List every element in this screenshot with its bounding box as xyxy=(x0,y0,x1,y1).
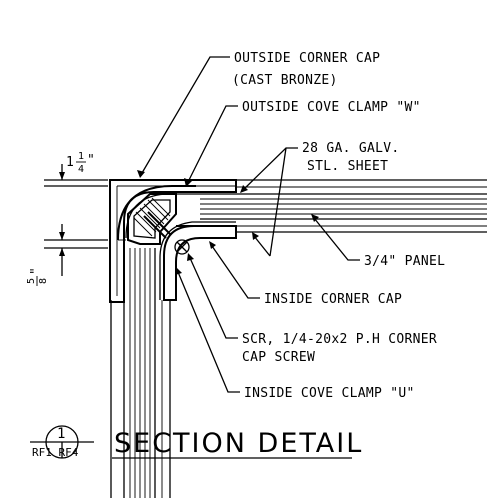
inside-corner-cap xyxy=(163,225,237,301)
top-dim-num: 1 xyxy=(78,151,84,162)
side-dim-den: 8 xyxy=(38,278,49,284)
label-outside-cove-clamp: OUTSIDE COVE CLAMP "W" xyxy=(242,100,421,115)
label-screw-2: CAP SCREW xyxy=(242,350,315,365)
side-dim-num: 5 xyxy=(26,278,37,284)
label-panel: 3/4" PANEL xyxy=(364,254,445,269)
dimension-side-text: 5 8 " xyxy=(26,267,49,286)
label-galv-sheet-1: 28 GA. GALV. xyxy=(302,141,400,156)
top-dim-whole: 1 xyxy=(66,155,74,170)
corner-block xyxy=(127,193,177,245)
side-dim-unit: " xyxy=(29,267,44,275)
horizontal-panel xyxy=(200,179,487,233)
label-inside-corner-cap: INSIDE CORNER CAP xyxy=(264,292,402,307)
leader-lines xyxy=(137,56,360,393)
dimension-top-text: 1 1 4 " xyxy=(66,151,95,175)
section-title: SECTION DETAIL xyxy=(114,428,363,459)
label-screw-1: SCR, 1/4-20x2 P.H CORNER xyxy=(242,332,437,347)
label-outside-corner-cap: OUTSIDE CORNER CAP xyxy=(234,51,380,66)
inside-cove-clamp xyxy=(159,221,236,300)
detail-number: 1 xyxy=(57,426,65,442)
sheet-refs: RF1 RF4 xyxy=(32,446,79,459)
vertical-panel xyxy=(110,240,171,498)
label-galv-sheet-2: STL. SHEET xyxy=(307,159,388,174)
label-cast-bronze: (CAST BRONZE) xyxy=(232,73,338,88)
top-dim-unit: " xyxy=(87,153,95,168)
dimension-top xyxy=(44,164,108,187)
detail-bubble: 1 RF1 RF4 xyxy=(30,425,94,459)
corner-cap-screw xyxy=(174,239,190,255)
label-inside-cove-clamp: INSIDE COVE CLAMP "U" xyxy=(244,386,415,401)
top-dim-den: 4 xyxy=(78,164,84,175)
dimension-side xyxy=(44,224,108,276)
